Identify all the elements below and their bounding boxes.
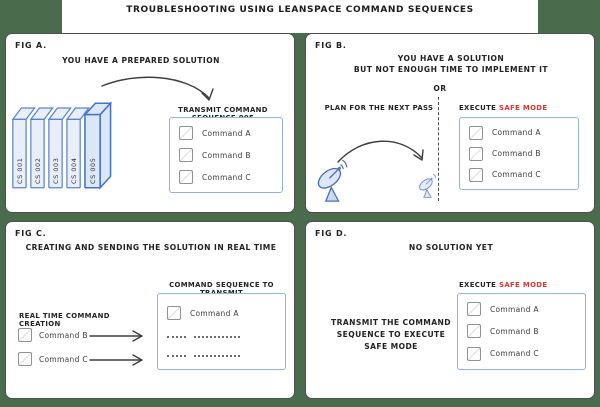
fig-a-panel: FIG A. YOU HAVE A PREPARED SOLUTION CS 0… bbox=[5, 33, 295, 213]
safe-mode-text: SAFE MODE bbox=[499, 104, 548, 112]
command-label: Command A bbox=[490, 304, 539, 314]
command-row: Command A bbox=[179, 126, 273, 140]
pending-slot-row bbox=[167, 336, 276, 339]
command-label: Command B bbox=[490, 326, 539, 336]
checkbox-icon bbox=[167, 306, 181, 321]
fig-b-panel: FIG B. YOU HAVE A SOLUTION BUT NOT ENOUG… bbox=[305, 33, 595, 213]
fig-d-instruction: TRANSMIT THE COMMAND SEQUENCE TO EXECUTE… bbox=[321, 317, 461, 353]
curved-arrow-icon bbox=[337, 140, 424, 163]
dotted-line bbox=[167, 354, 186, 357]
fig-d-command-box: Command A Command B Command C bbox=[457, 293, 586, 370]
fig-c-label: FIG C. bbox=[15, 229, 47, 238]
command-row: Command B bbox=[469, 146, 569, 161]
curved-arrow-icon bbox=[101, 76, 214, 101]
satellite-dish-icon bbox=[419, 173, 437, 198]
command-label: Command B bbox=[492, 149, 541, 158]
fig-c-command-box: Command A bbox=[157, 293, 286, 370]
checkbox-icon bbox=[18, 328, 32, 342]
fig-d-execute-label: EXECUTE SAFE MODE bbox=[459, 281, 589, 289]
dotted-line bbox=[194, 354, 240, 357]
command-label: Command A bbox=[202, 128, 251, 138]
binder-label: CS 005 bbox=[89, 158, 97, 184]
checkbox-icon bbox=[18, 352, 32, 366]
checkbox-icon bbox=[467, 324, 481, 339]
satellite-dish-icon bbox=[317, 159, 348, 202]
fig-b-label: FIG B. bbox=[315, 41, 347, 50]
fig-b-command-box: Command A Command B Command C bbox=[459, 117, 579, 190]
fig-b-execute-label: EXECUTE SAFE MODE bbox=[459, 104, 589, 112]
command-label: Command B bbox=[202, 150, 251, 160]
command-label: Command C bbox=[39, 354, 88, 364]
binder-label: CS 003 bbox=[52, 158, 60, 184]
fig-b-caption-line2: BUT NOT ENOUGH TIME TO IMPLEMENT IT bbox=[353, 65, 549, 74]
realtime-command-row: Command B bbox=[18, 328, 88, 342]
command-row: Command C bbox=[469, 167, 569, 182]
command-row: Command C bbox=[179, 170, 273, 184]
checkbox-icon bbox=[469, 167, 483, 182]
page-title: TROUBLESHOOTING USING LEANSPACE COMMAND … bbox=[126, 5, 474, 15]
command-label: Command C bbox=[202, 172, 251, 182]
dotted-line bbox=[167, 336, 186, 339]
command-row: Command C bbox=[467, 346, 576, 361]
title-band: TROUBLESHOOTING USING LEANSPACE COMMAND … bbox=[62, 0, 538, 33]
command-row: Command A bbox=[469, 125, 569, 140]
checkbox-icon bbox=[469, 146, 483, 161]
command-label: Command C bbox=[490, 349, 539, 359]
checkbox-icon bbox=[467, 346, 481, 361]
dotted-line bbox=[194, 336, 240, 339]
command-label: Command C bbox=[492, 170, 541, 179]
fig-d-panel: FIG D. NO SOLUTION YET TRANSMIT THE COMM… bbox=[305, 221, 595, 399]
command-row: Command A bbox=[467, 302, 576, 317]
instruction-line: SAFE MODE bbox=[364, 342, 418, 351]
command-sequence-binders: CS 001 CS 002 CS 003 CS 004 CS 005 bbox=[11, 101, 113, 190]
checkbox-icon bbox=[179, 126, 193, 140]
checkbox-icon bbox=[469, 125, 483, 140]
checkbox-icon bbox=[179, 170, 193, 184]
instruction-line: TRANSMIT THE COMMAND bbox=[331, 318, 451, 327]
fig-c-caption: CREATING AND SENDING THE SOLUTION IN REA… bbox=[25, 243, 277, 252]
binder-label: CS 002 bbox=[34, 158, 42, 184]
command-label: Command B bbox=[39, 330, 88, 340]
arrow-right-icon bbox=[89, 354, 143, 366]
option-divider bbox=[438, 97, 439, 201]
arrow-right-icon bbox=[89, 330, 143, 342]
realtime-command-row: Command C bbox=[18, 352, 88, 366]
fig-b-left-option: PLAN FOR THE NEXT PASS bbox=[324, 104, 434, 112]
safe-mode-text: SAFE MODE bbox=[499, 281, 548, 289]
fig-d-label: FIG D. bbox=[315, 229, 348, 238]
execute-text: EXECUTE bbox=[459, 104, 497, 112]
fig-a-caption: YOU HAVE A PREPARED SOLUTION bbox=[62, 56, 220, 65]
fig-c-creation-label: REAL TIME COMMAND CREATION bbox=[19, 312, 110, 328]
command-label: Command A bbox=[492, 128, 541, 137]
binder-label: CS 001 bbox=[16, 158, 24, 184]
fig-c-panel: FIG C. CREATING AND SENDING THE SOLUTION… bbox=[5, 221, 295, 399]
checkbox-icon bbox=[467, 302, 481, 317]
fig-b-caption-line1: YOU HAVE A SOLUTION bbox=[397, 54, 505, 63]
binder-label: CS 004 bbox=[70, 158, 78, 184]
fig-a-label: FIG A. bbox=[15, 41, 47, 50]
or-label: OR bbox=[433, 84, 447, 93]
execute-text: EXECUTE bbox=[459, 281, 497, 289]
command-row: Command A bbox=[167, 306, 276, 321]
fig-d-caption: NO SOLUTION YET bbox=[408, 243, 494, 252]
command-row: Command B bbox=[467, 324, 576, 339]
command-label: Command A bbox=[190, 308, 239, 318]
checkbox-icon bbox=[179, 148, 193, 162]
command-row: Command B bbox=[179, 148, 273, 162]
pending-slot-row bbox=[167, 354, 276, 357]
fig-a-command-box: Command A Command B Command C bbox=[169, 117, 283, 193]
instruction-line: SEQUENCE TO EXECUTE bbox=[336, 330, 446, 339]
